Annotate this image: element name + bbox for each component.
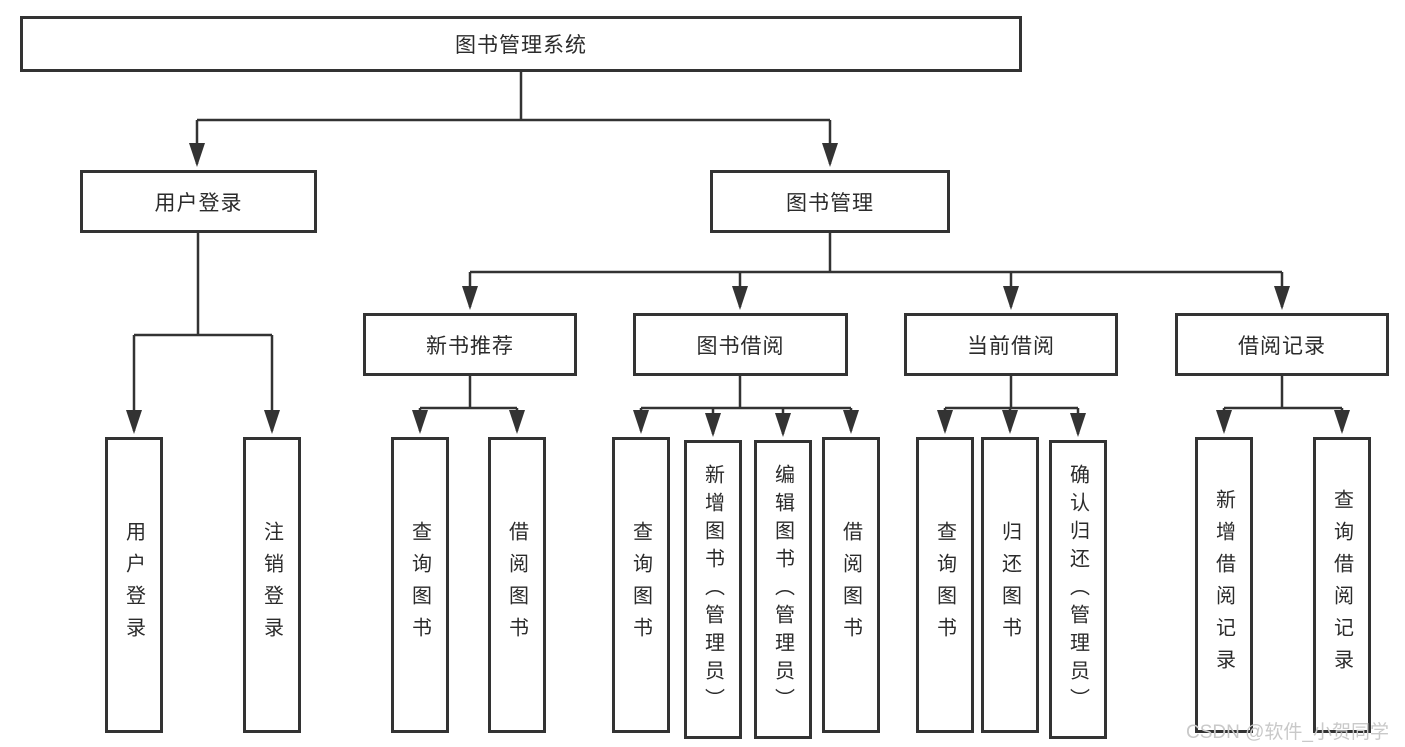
node-current-borrowing: 当前借阅 (904, 313, 1118, 376)
leaf-borrow-books-recommend: 借阅图书 (488, 437, 546, 733)
leaf-query-borrow-record: 查询借阅记录 (1313, 437, 1371, 733)
node-library-management-system: 图书管理系统 (20, 16, 1022, 72)
leaf-query-books-current: 查询图书 (916, 437, 974, 733)
leaf-borrow-books: 借阅图书 (822, 437, 880, 733)
leaf-add-book-admin: 新增图书（管理员） (684, 440, 742, 739)
node-user-login: 用户登录 (80, 170, 317, 233)
leaf-query-books-borrowing: 查询图书 (612, 437, 670, 733)
leaf-confirm-return-admin: 确认归还（管理员） (1049, 440, 1107, 739)
leaf-query-books-recommend: 查询图书 (391, 437, 449, 733)
leaf-user-login: 用户登录 (105, 437, 163, 733)
node-book-management: 图书管理 (710, 170, 950, 233)
node-book-borrowing: 图书借阅 (633, 313, 848, 376)
leaf-add-borrow-record: 新增借阅记录 (1195, 437, 1253, 733)
node-borrowing-records: 借阅记录 (1175, 313, 1389, 376)
node-new-book-recommend: 新书推荐 (363, 313, 577, 376)
leaf-edit-book-admin: 编辑图书（管理员） (754, 440, 812, 739)
watermark: CSDN @软件_小贺同学 (1186, 722, 1389, 743)
leaf-logout: 注销登录 (243, 437, 301, 733)
leaf-return-books: 归还图书 (981, 437, 1039, 733)
